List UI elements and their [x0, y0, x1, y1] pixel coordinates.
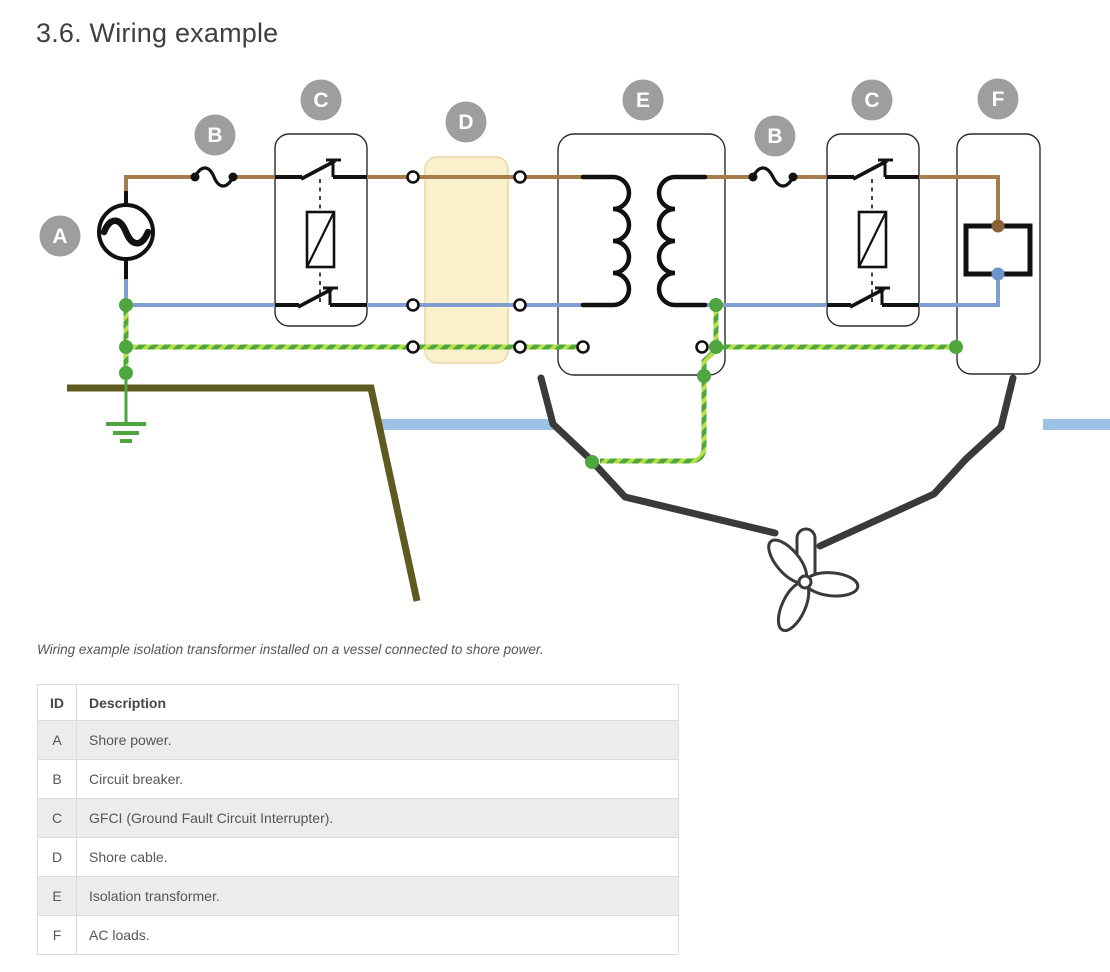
propeller	[767, 527, 860, 633]
load-neutral-terminal	[991, 267, 1005, 281]
gfci-1-internals	[275, 158, 367, 309]
badge-f-letter: F	[992, 88, 1005, 111]
figure-caption: Wiring example isolation transformer ins…	[37, 642, 544, 657]
shore-power-source	[97, 191, 155, 279]
table-row: C GFCI (Ground Fault Circuit Interrupter…	[37, 798, 679, 838]
table-row: D Shore cable.	[37, 837, 679, 877]
row-description: Shore power.	[76, 720, 679, 760]
badge-f: F	[977, 78, 1019, 120]
earth-ground-symbol	[106, 373, 146, 443]
circuit-breaker-1	[190, 166, 238, 188]
row-description: Shore cable.	[76, 837, 679, 877]
row-description: GFCI (Ground Fault Circuit Interrupter).	[76, 798, 679, 838]
water	[378, 419, 1110, 430]
badge-d-letter: D	[458, 111, 473, 134]
label-badges: A B C D E B C	[39, 78, 1019, 257]
header-description: Description	[76, 684, 679, 721]
row-id: F	[37, 915, 77, 955]
badge-b1: B	[194, 114, 236, 156]
table-row: E Isolation transformer.	[37, 876, 679, 916]
shore-quay	[67, 384, 421, 602]
badge-b2: B	[754, 115, 796, 157]
row-id: B	[37, 759, 77, 799]
row-id: C	[37, 798, 77, 838]
gfci-2-internals	[827, 158, 919, 309]
badge-c2-letter: C	[864, 89, 879, 112]
table-header-row: ID Description	[37, 684, 679, 721]
header-id: ID	[37, 684, 77, 721]
badge-a-letter: A	[52, 225, 67, 248]
badge-e: E	[622, 79, 664, 121]
legend-table: ID Description A Shore power. B Circuit …	[37, 684, 679, 955]
shore-cable-highlight	[424, 156, 509, 364]
earth-wire-green	[123, 303, 956, 464]
ac-load	[963, 219, 1033, 281]
row-id: A	[37, 720, 77, 760]
wiring-diagram: A B C D E B C	[39, 78, 1110, 633]
page-title: 3.6. Wiring example	[36, 18, 279, 48]
row-description: Circuit breaker.	[76, 759, 679, 799]
table-row: A Shore power.	[37, 720, 679, 760]
badge-b2-letter: B	[767, 125, 782, 148]
table-row: F AC loads.	[37, 915, 679, 955]
isolation-transformer-box	[557, 133, 726, 376]
badge-a: A	[39, 215, 81, 257]
badge-e-letter: E	[636, 89, 650, 112]
connector-terminals	[406, 170, 709, 354]
isolation-transformer-coils	[580, 174, 708, 308]
badge-c2: C	[851, 79, 893, 121]
row-id: D	[37, 837, 77, 877]
load-line-terminal	[991, 219, 1005, 233]
badge-d: D	[445, 101, 487, 143]
circuit-breaker-2	[748, 166, 798, 188]
row-description: Isolation transformer.	[76, 876, 679, 916]
earth-junction-dots	[119, 298, 963, 469]
row-description: AC loads.	[76, 915, 679, 955]
line-wire-brown	[124, 175, 1000, 222]
badge-c1-letter: C	[313, 89, 328, 112]
badge-b1-letter: B	[207, 124, 222, 147]
row-id: E	[37, 876, 77, 916]
badge-c1: C	[300, 79, 342, 121]
table-row: B Circuit breaker.	[37, 759, 679, 799]
